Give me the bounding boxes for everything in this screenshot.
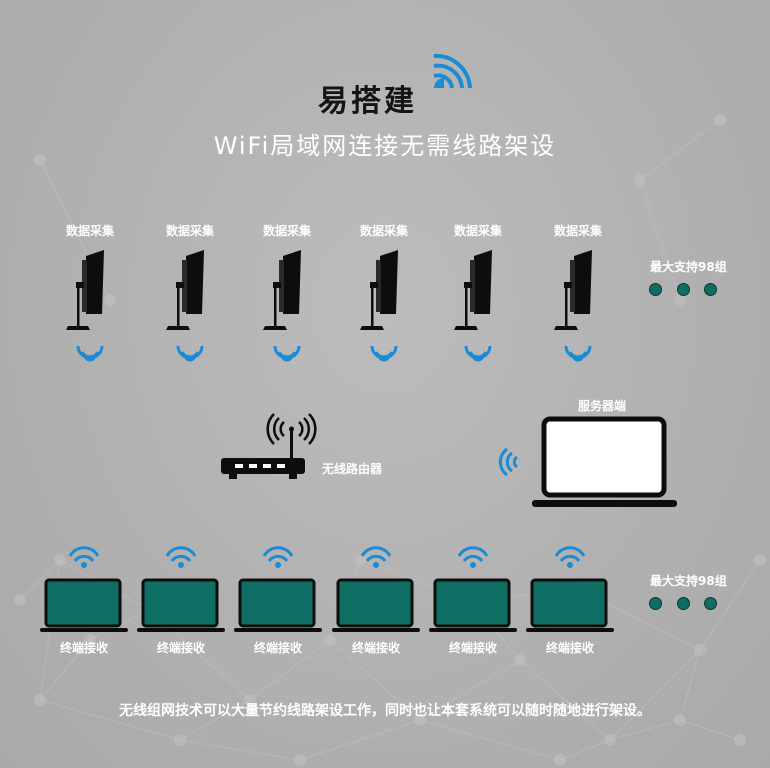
collectors-capacity-label: 最大支持98组: [650, 260, 727, 274]
more-indicator-dot: [677, 283, 690, 296]
data-collector-device-icon: [554, 250, 592, 330]
more-indicator-dot: [677, 597, 690, 610]
wifi-signal-icon: [76, 345, 104, 362]
server-wifi-icon: [498, 447, 519, 477]
server-label: 服务器端: [578, 399, 627, 413]
terminal-laptop-icon: [526, 578, 614, 632]
brand-wifi-icon: [433, 53, 472, 89]
more-indicator-dot: [704, 597, 717, 610]
collector-label: 数据采集: [65, 224, 114, 238]
terminal-laptop-icon: [429, 578, 517, 632]
wifi-signal-icon: [564, 345, 592, 362]
terminal-laptop-icon: [234, 578, 322, 632]
brand-logo-text: 易搭建: [318, 84, 417, 119]
wifi-signal-icon: [262, 546, 294, 568]
wifi-signal-icon: [176, 345, 204, 362]
terminal-laptop-icon: [40, 578, 128, 632]
collector-label: 数据采集: [165, 224, 214, 238]
terminals-capacity-label: 最大支持98组: [650, 574, 727, 588]
data-collector-device-icon: [454, 250, 492, 330]
subtitle: WiFi局域网连接无需线路架设: [213, 132, 557, 160]
data-collector-device-icon: [360, 250, 398, 330]
terminal-laptop-icon: [137, 578, 225, 632]
collector-label: 数据采集: [262, 224, 311, 238]
router-icon: [221, 413, 317, 479]
terminal-label: 终端接收: [351, 641, 400, 655]
more-indicator-dot: [704, 283, 717, 296]
terminal-label: 终端接收: [253, 641, 302, 655]
terminal-label: 终端接收: [59, 641, 108, 655]
more-indicator-dot: [649, 283, 662, 296]
collector-label: 数据采集: [359, 224, 408, 238]
wifi-signal-icon: [165, 546, 197, 568]
data-collector-device-icon: [263, 250, 301, 330]
collector-label: 数据采集: [453, 224, 502, 238]
wifi-signal-icon: [370, 345, 398, 362]
terminal-laptop-icon: [332, 578, 420, 632]
collector-label: 数据采集: [553, 224, 602, 238]
wifi-signal-icon: [554, 546, 586, 568]
terminal-label: 终端接收: [448, 641, 497, 655]
wifi-signal-icon: [464, 345, 492, 362]
wifi-signal-icon: [360, 546, 392, 568]
router-label: 无线路由器: [322, 462, 383, 476]
wifi-signal-icon: [68, 546, 100, 568]
terminal-label: 终端接收: [156, 641, 205, 655]
terminal-label: 终端接收: [545, 641, 594, 655]
data-collector-device-icon: [66, 250, 104, 330]
wifi-signal-icon: [457, 546, 489, 568]
wifi-signal-icon: [273, 345, 301, 362]
server-laptop-icon: [532, 416, 677, 507]
more-indicator-dot: [649, 597, 662, 610]
data-collector-device-icon: [166, 250, 204, 330]
footer-caption: 无线组网技术可以大量节约线路架设工作，同时也让本套系统可以随时随地进行架设。: [119, 703, 651, 719]
